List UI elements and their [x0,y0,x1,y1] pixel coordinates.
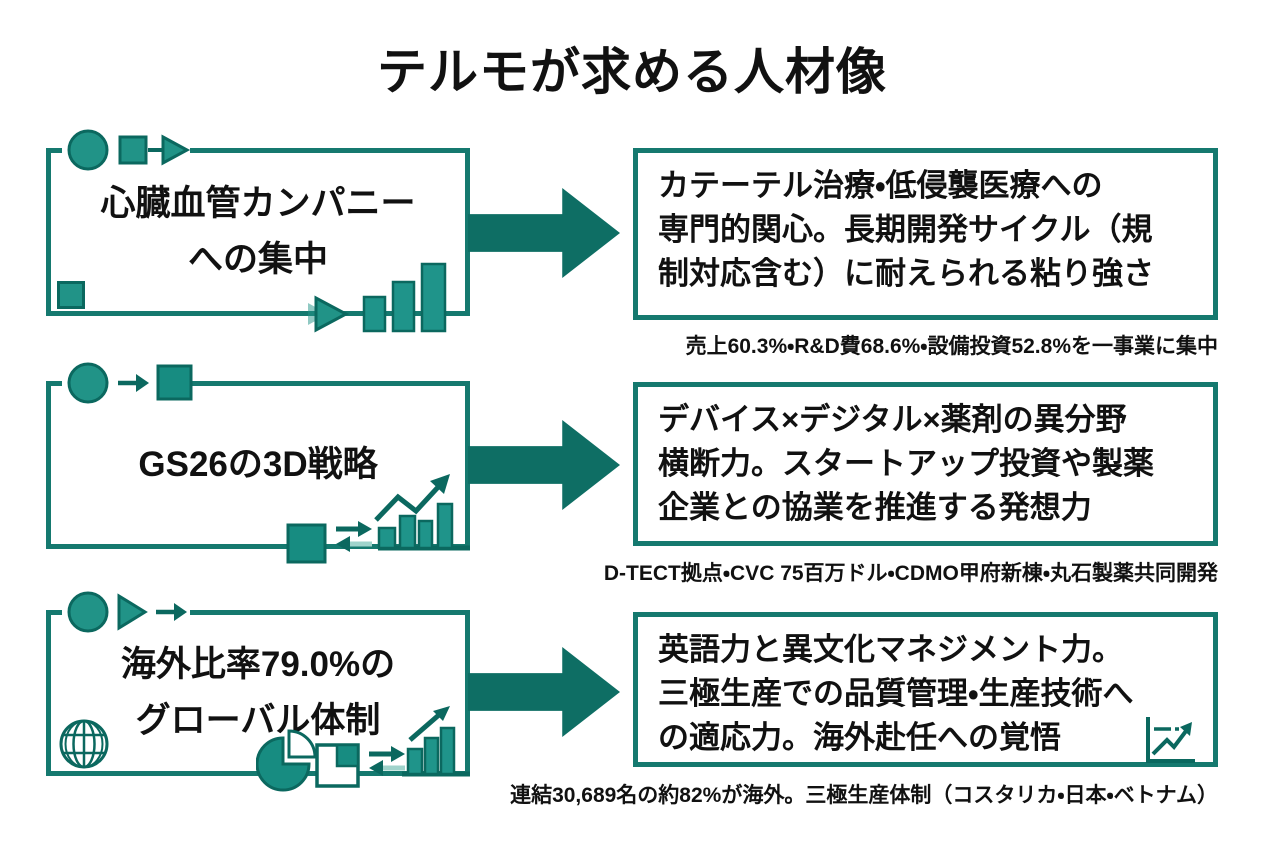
circle-icon [67,362,109,404]
circle-icon [67,591,109,633]
swap-arrows-icon [358,521,372,537]
right-box-text: 英語力と異文化マネジメント力。 三極生産での品質管理・生産技術へ の適応力。海外… [658,632,1134,755]
circle-icon [67,129,109,171]
flow-arrow [468,647,620,737]
right-box-global: 英語力と異文化マネジメント力。 三極生産での品質管理・生産技術へ の適応力。海外… [633,612,1218,767]
global-metrics-icons [256,706,470,792]
line-chart-icon [1146,717,1195,763]
flow-arrow [468,188,620,278]
bar-chart-icon [362,295,387,333]
swap-arrows-icon [391,746,405,762]
arrow-right-icon [174,603,187,621]
play-triangle-icon [117,593,148,631]
square-icon [57,281,85,309]
caption-stats: 売上60.3%・R&D費68.6%・設備投資52.8%を一事業に集中 [685,335,1218,358]
play-triangle-icon [314,295,350,333]
flow-arrow [468,420,620,510]
left-box-gs26: GS26の3D戦略 [46,381,470,549]
flow-shapes-icon [62,588,190,638]
flow-shapes-icon [62,126,191,176]
caption-stats: D-TECT拠点・CVC 75百万ドル・CDMO甲府新棟・丸石製薬共同開発 [603,562,1218,585]
trend-bar-chart-icon [406,747,424,776]
right-box-cardiovascular: カテーテル治療・低侵襲医療への 専門的関心。長期開発サイクル（規 制対応含む）に… [633,148,1218,320]
flow-shapes-icon [62,359,193,409]
left-box-cardiovascular: 心臓血管カンパニー への集中 [46,148,470,316]
square-icon [156,364,193,401]
arrow-right-icon [136,374,149,392]
arrow-right-icon [161,134,191,166]
right-box-gs26: デバイス×デジタル×薬剤の異分野 横断力。スタートアップ投資や製薬 企業との協業… [633,382,1218,546]
exchange-growth-chart-icon [286,474,470,564]
right-box-text: デバイス×デジタル×薬剤の異分野 横断力。スタートアップ投資や製薬 企業との協業… [658,402,1154,525]
pie-chart-icon [256,736,311,792]
square-icon [118,135,148,165]
left-box-title: 心臓血管カンパニー への集中 [100,184,416,279]
growth-chart-icon [308,262,447,333]
left-box-title: 海外比率79.0%の グローバル体制 [120,645,396,740]
square-icon [286,523,327,564]
left-box-title: GS26の3D戦略 [138,445,378,484]
right-box-text: カテーテル治療・低侵襲医療への 専門的関心。長期開発サイクル（規 制対応含む）に… [658,168,1154,291]
trend-bar-chart-icon [377,526,397,550]
page-title: テルモが求める人材像 [377,44,887,100]
globe-icon [59,719,109,769]
caption-stats: 連結30,689名の約82%が海外。三極生産体制（コスタリカ・日本・ベトナム） [510,784,1218,807]
